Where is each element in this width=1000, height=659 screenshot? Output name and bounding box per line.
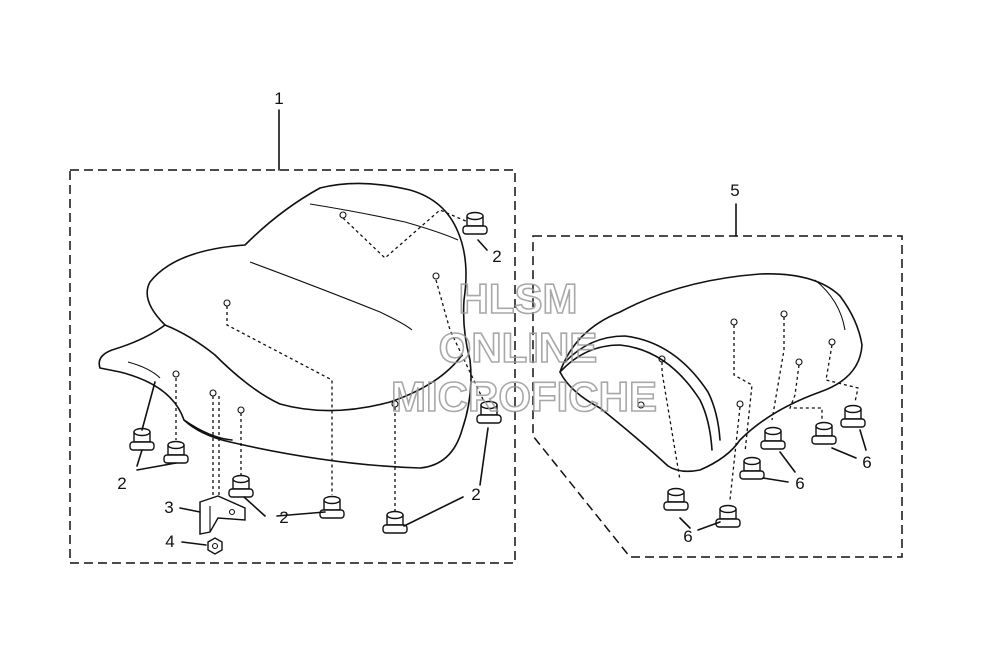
- nut-icon: [207, 537, 223, 555]
- passenger-seat-group-box: [532, 235, 903, 558]
- watermark: HLSM ONLINE MICROFICHE: [390, 274, 658, 421]
- grommet-icon: [319, 495, 345, 519]
- grommet-icon: [715, 504, 741, 528]
- passenger-seat-icon: [559, 273, 863, 473]
- callout-3: 3: [164, 498, 173, 517]
- bracket-icon: [199, 495, 246, 535]
- passenger-seat-assembly: [532, 203, 903, 558]
- grommet-icon: [811, 421, 837, 445]
- callout-6: 6: [862, 453, 871, 472]
- callout-6: 6: [683, 527, 692, 546]
- watermark-line-2: ONLINE: [439, 324, 598, 371]
- assembly-lines-passenger: [661, 317, 859, 501]
- grommet-icon: [739, 456, 765, 480]
- watermark-line-3: MICROFICHE: [391, 373, 657, 420]
- grommet-icon: [663, 487, 689, 511]
- grommet-icon: [760, 426, 786, 450]
- grommet-icon: [129, 427, 155, 451]
- grommet-icon: [840, 404, 866, 428]
- leader-lines-main: [136, 239, 489, 546]
- watermark-line-1: HLSM: [459, 275, 578, 322]
- callout-1: 1: [274, 89, 283, 108]
- callout-2: 2: [117, 474, 126, 493]
- main-seat-assembly: [69, 109, 516, 564]
- callout-6: 6: [795, 474, 804, 493]
- callout-2: 2: [279, 508, 288, 527]
- callout-2: 2: [492, 247, 501, 266]
- assembly-lines-main: [175, 209, 489, 515]
- main-seat-icon: [98, 182, 472, 469]
- callout-4: 4: [165, 532, 174, 551]
- grommet-icon: [163, 440, 189, 464]
- grommet-icon: [382, 510, 408, 534]
- grommet-icon: [462, 211, 488, 235]
- leader-lines-passenger: [679, 429, 867, 531]
- grommet-icon: [228, 474, 254, 498]
- callout-labels: 1 2 2 2 2 3 4 5 6 6 6: [117, 89, 871, 551]
- callout-2: 2: [471, 485, 480, 504]
- callout-5: 5: [730, 181, 739, 200]
